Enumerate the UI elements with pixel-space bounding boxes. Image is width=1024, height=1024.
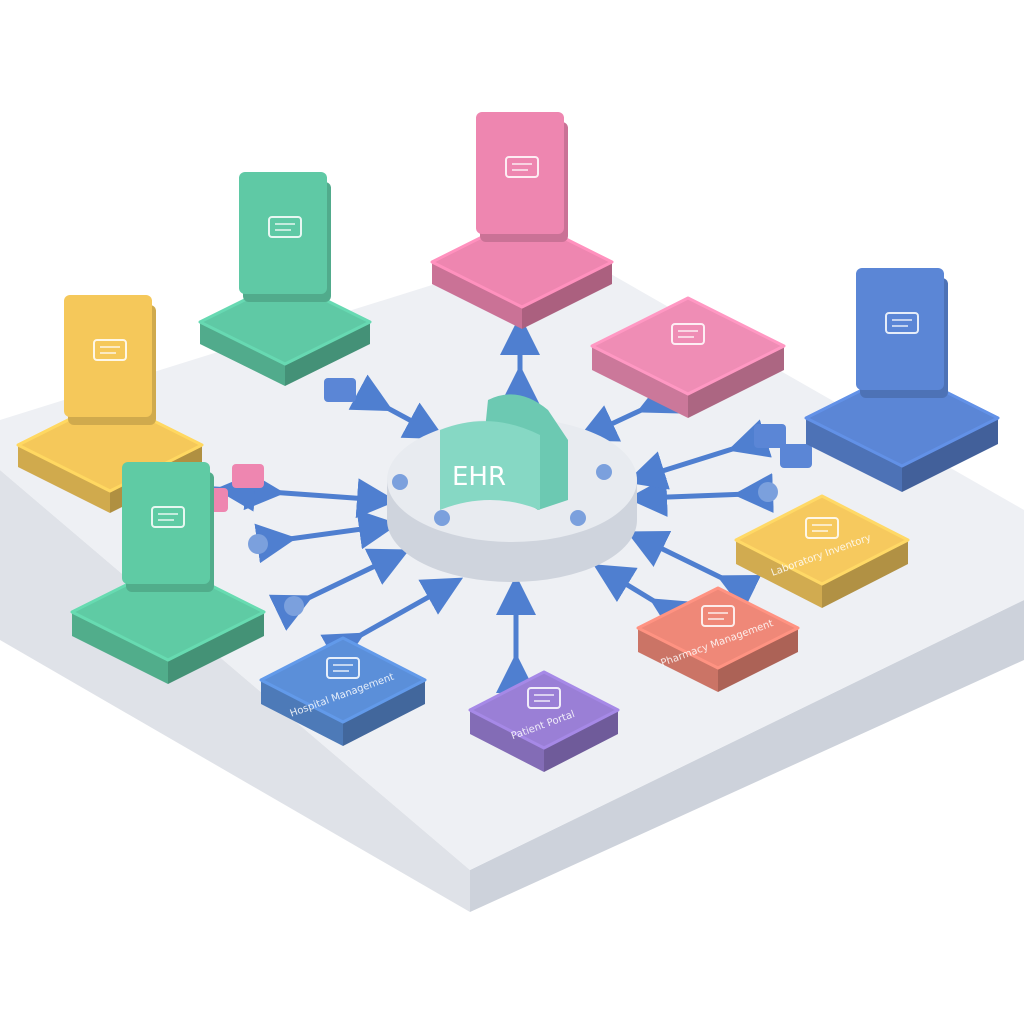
arrow xyxy=(320,577,464,670)
module-side xyxy=(592,346,688,418)
hub-node-icon xyxy=(570,510,586,526)
calendar-grid-icon xyxy=(326,657,360,679)
hub-node-icon xyxy=(434,510,450,526)
module-top xyxy=(590,296,786,396)
module-side xyxy=(522,262,612,329)
mini-tile-icon xyxy=(232,464,264,488)
mini-tile-icon xyxy=(324,378,356,402)
hub-node-icon xyxy=(392,474,408,490)
arrow xyxy=(348,374,446,440)
module-side xyxy=(168,612,264,684)
arrow xyxy=(626,531,762,611)
module-hospital[interactable]: Hospital Management xyxy=(259,636,427,746)
module-panel xyxy=(239,172,327,294)
hub-node-icon xyxy=(596,464,612,480)
module-side xyxy=(72,612,168,684)
arrow xyxy=(254,509,399,564)
module-devices[interactable] xyxy=(430,112,614,329)
module-side xyxy=(902,418,998,492)
platform-right-side xyxy=(470,600,1024,912)
module-side xyxy=(470,710,544,772)
module-side xyxy=(544,710,618,772)
node-icon xyxy=(758,482,778,502)
module-panel xyxy=(122,462,210,584)
module-top xyxy=(734,494,910,586)
module-panel xyxy=(856,268,944,390)
module-pharmacy[interactable]: Pharmacy Management xyxy=(636,586,800,692)
module-side xyxy=(432,262,522,329)
platform-left-side xyxy=(0,470,470,912)
module-panel xyxy=(64,295,152,417)
node-icon xyxy=(248,534,268,554)
heartbeat-dome-icon xyxy=(268,216,302,238)
module-dashboard[interactable] xyxy=(804,268,1000,492)
module-side xyxy=(285,322,370,386)
hub-label: EHR xyxy=(452,462,506,492)
module-top xyxy=(636,586,800,670)
module-side xyxy=(638,628,718,692)
pharmacy-hand-icon xyxy=(701,605,735,627)
arrow xyxy=(243,470,397,519)
module-clinic[interactable] xyxy=(70,462,266,684)
workstation-icon xyxy=(93,339,127,361)
module-records[interactable] xyxy=(590,296,786,418)
arrow xyxy=(576,377,682,442)
module-panel xyxy=(476,112,564,234)
document-stack-icon xyxy=(671,323,705,345)
clinic-terminal-icon xyxy=(151,506,185,528)
module-side xyxy=(343,680,425,746)
dashboard-grid-icon xyxy=(885,312,919,334)
module-side xyxy=(200,322,285,386)
module-side xyxy=(718,628,798,692)
module-side xyxy=(18,445,110,513)
module-monitoring[interactable] xyxy=(198,172,372,386)
module-side xyxy=(822,540,908,608)
module-side xyxy=(806,418,902,492)
module-side xyxy=(736,540,822,608)
node-icon xyxy=(284,596,304,616)
module-patient[interactable]: Patient Portal xyxy=(468,670,620,772)
device-connection-icon xyxy=(505,156,539,178)
module-laboratory[interactable]: Laboratory Inventory xyxy=(734,494,910,608)
patient-icon xyxy=(527,687,561,709)
module-side xyxy=(688,346,784,418)
module-top xyxy=(468,670,620,750)
ehr-hub: EHR xyxy=(387,394,637,582)
module-side xyxy=(261,680,343,746)
mini-tile-icon xyxy=(780,444,812,468)
mini-tile-icon xyxy=(754,424,786,448)
arrow xyxy=(627,473,774,518)
module-top xyxy=(259,636,427,724)
arrow xyxy=(625,419,772,490)
lab-printer-icon xyxy=(805,517,839,539)
